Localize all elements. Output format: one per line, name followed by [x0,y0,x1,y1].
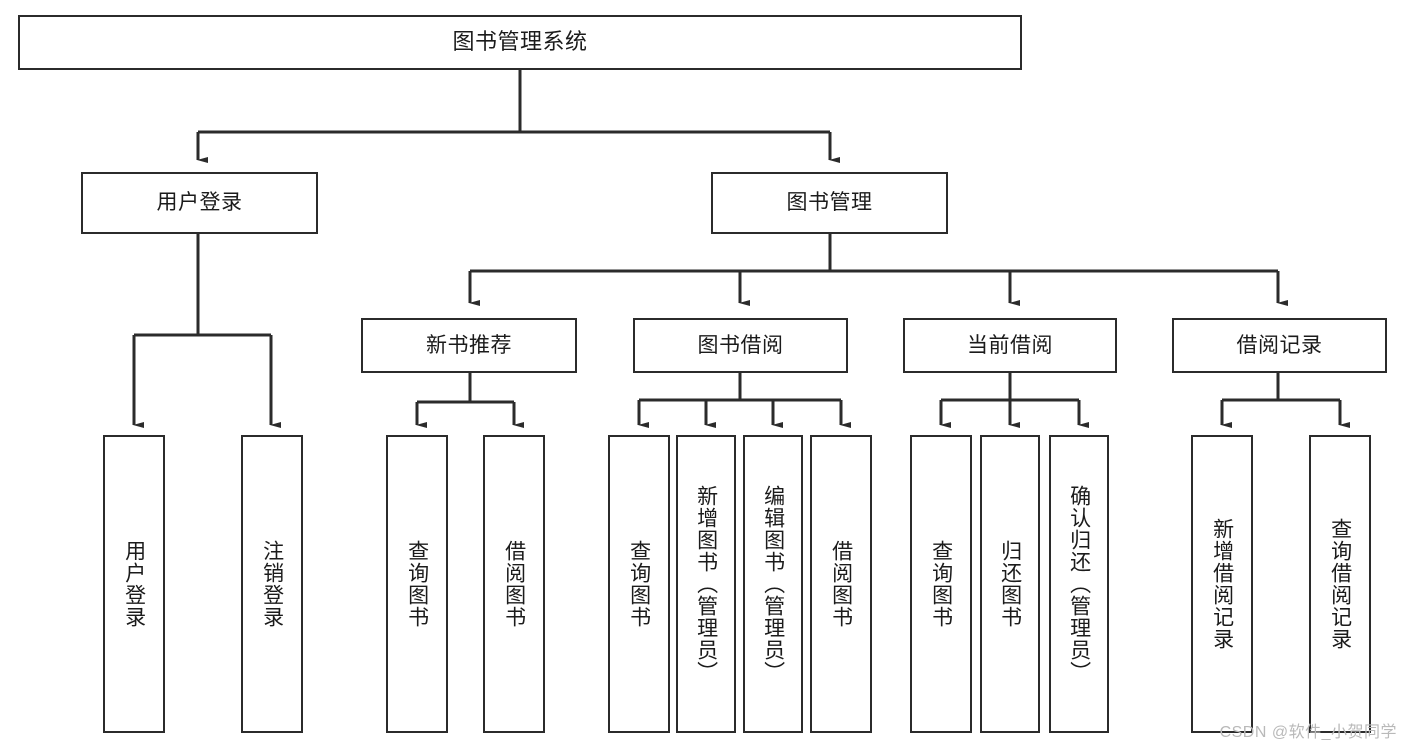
node-leaf-confirm-return-admin-label: 确认归还（管理员） [1067,485,1091,683]
node-borrow-record-label: 借阅记录 [1236,333,1323,357]
node-book-borrow[interactable]: 图书借阅 [633,318,848,373]
node-leaf-confirm-return-admin[interactable]: 确认归还（管理员） [1049,435,1109,733]
node-leaf-return-book-label: 归还图书 [998,540,1022,628]
node-leaf-query-book-b-label: 查询图书 [627,540,651,628]
node-current-borrow-label: 当前借阅 [967,333,1053,357]
node-leaf-query-book-a-label: 查询图书 [405,540,429,628]
node-leaf-edit-book-admin[interactable]: 编辑图书（管理员） [743,435,803,733]
node-leaf-user-login[interactable]: 用户登录 [103,435,165,733]
node-user-login-label: 用户登录 [156,191,243,215]
node-leaf-query-borrow-record[interactable]: 查询借阅记录 [1309,435,1371,733]
node-leaf-edit-book-admin-label: 编辑图书（管理员） [761,485,785,683]
node-borrow-record[interactable]: 借阅记录 [1172,318,1387,373]
node-leaf-query-borrow-record-label: 查询借阅记录 [1328,518,1352,650]
node-leaf-borrow-book-b[interactable]: 借阅图书 [810,435,872,733]
node-leaf-user-login-label: 用户登录 [122,540,146,628]
node-leaf-borrow-book-b-label: 借阅图书 [829,540,853,628]
node-root-system[interactable]: 图书管理系统 [18,15,1022,70]
node-leaf-borrow-book-a-label: 借阅图书 [502,540,526,628]
node-leaf-add-book-admin[interactable]: 新增图书（管理员） [676,435,736,733]
node-new-book-recommend-label: 新书推荐 [426,333,512,357]
node-leaf-query-book-a[interactable]: 查询图书 [386,435,448,733]
node-book-borrow-label: 图书借阅 [697,333,784,357]
node-leaf-query-book-b[interactable]: 查询图书 [608,435,670,733]
node-leaf-logout[interactable]: 注销登录 [241,435,303,733]
node-leaf-return-book[interactable]: 归还图书 [980,435,1040,733]
node-leaf-query-book-c[interactable]: 查询图书 [910,435,972,733]
node-user-login[interactable]: 用户登录 [81,172,318,234]
node-leaf-add-book-admin-label: 新增图书（管理员） [694,485,718,683]
node-leaf-add-borrow-record-label: 新增借阅记录 [1210,518,1234,650]
node-root-system-label: 图书管理系统 [452,29,588,55]
node-leaf-add-borrow-record[interactable]: 新增借阅记录 [1191,435,1253,733]
node-leaf-borrow-book-a[interactable]: 借阅图书 [483,435,545,733]
node-current-borrow[interactable]: 当前借阅 [903,318,1117,373]
node-new-book-recommend[interactable]: 新书推荐 [361,318,577,373]
node-book-manage[interactable]: 图书管理 [711,172,948,234]
node-book-manage-label: 图书管理 [786,191,873,215]
node-leaf-query-book-c-label: 查询图书 [929,540,953,628]
node-leaf-logout-label: 注销登录 [260,540,284,628]
